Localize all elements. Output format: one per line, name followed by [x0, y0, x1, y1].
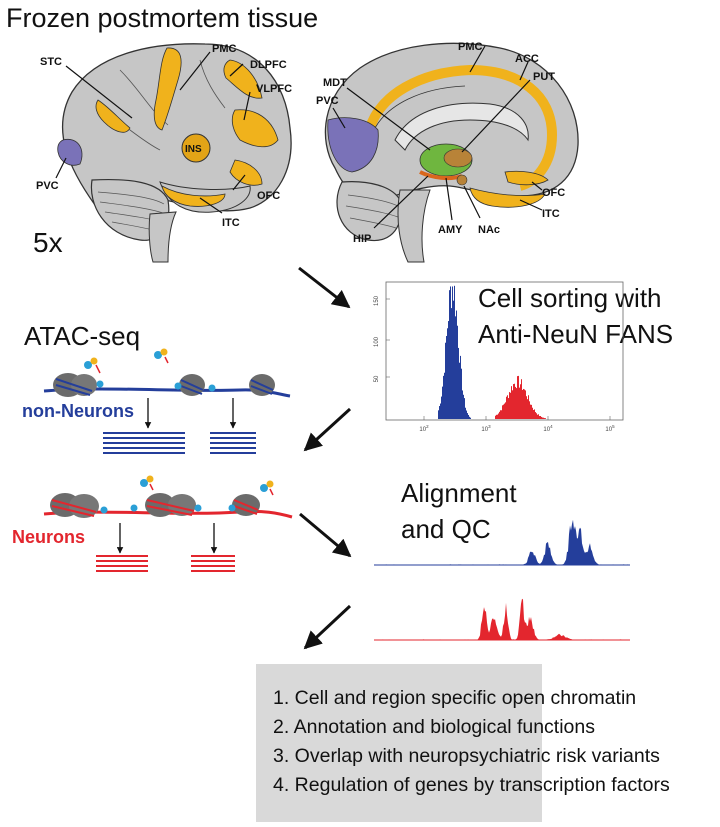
cerebellum-medial	[336, 181, 402, 242]
tn5-transposase-icon	[96, 380, 216, 392]
tn5-transposase-icon	[154, 348, 169, 364]
region-pvc-lateral	[57, 138, 83, 166]
x-tick-label: 104	[543, 424, 553, 433]
tn5-transposase-icon	[84, 357, 101, 374]
region-dlpfc	[223, 59, 263, 99]
region-pmc-lateral	[153, 47, 182, 131]
outcome-item: 1. Cell and region specific open chromat…	[273, 687, 637, 709]
region-nac	[456, 174, 468, 186]
neuron-chromatin	[43, 475, 293, 572]
label-pmc-medial: PMC	[458, 41, 483, 53]
label-hip: HIP	[353, 233, 371, 245]
label-pmc-lateral: PMC	[212, 43, 237, 55]
arrow-to-sorting	[298, 266, 351, 309]
sorting-title-line1: Cell sorting with	[478, 283, 662, 313]
non-neuron-chromatin	[43, 348, 291, 454]
label-ofc-lateral: OFC	[257, 190, 280, 202]
label-ins: INS	[185, 144, 202, 155]
region-itc-lateral	[161, 185, 226, 207]
region-pvc-medial	[327, 117, 379, 173]
lateral-brain: STC PMC DLPFC VLPFC INS PVC OFC ITC	[36, 43, 292, 263]
label-mdt: MDT	[323, 77, 347, 89]
arrow-to-atac	[303, 407, 352, 452]
y-tick-label: 50	[374, 375, 380, 382]
label-non-neurons: non-Neurons	[22, 401, 134, 421]
label-itc-lateral: ITC	[222, 217, 240, 229]
region-ins	[181, 133, 211, 163]
y-tick-label: 150	[374, 295, 380, 306]
region-ofc-lateral	[229, 159, 263, 186]
nucleosome	[179, 374, 205, 396]
histogram-frame	[385, 281, 624, 421]
alignment-title-line1: Alignment	[401, 478, 517, 508]
histogram-neuron-peak	[495, 375, 546, 419]
x-tick-label: 103	[481, 424, 491, 433]
label-stc: STC	[40, 56, 62, 68]
diagram-title: Frozen postmortem tissue	[6, 3, 318, 33]
x-tick-label: 105	[605, 424, 615, 433]
region-stc	[95, 99, 131, 133]
non-neuron-coverage-track	[374, 519, 630, 566]
label-dlpfc: DLPFC	[250, 59, 287, 71]
label-neurons: Neurons	[12, 527, 85, 547]
tn5-transposase-icon	[100, 475, 274, 514]
label-ofc-medial: OFC	[542, 187, 565, 199]
arrow-to-outcomes	[303, 604, 352, 650]
outcome-item: 2. Annotation and biological functions	[273, 716, 595, 738]
label-itc-medial: ITC	[542, 208, 560, 220]
nucleosome	[145, 493, 196, 517]
nucleosome	[249, 374, 275, 396]
label-vlpfc: VLPFC	[256, 83, 292, 95]
nucleosome	[232, 494, 260, 516]
nucleosome	[53, 373, 97, 397]
neuron-coverage-track	[374, 598, 630, 641]
alignment-title-line2: and QC	[401, 514, 491, 544]
arrow-to-alignment	[299, 512, 352, 558]
neuron-reads	[96, 555, 235, 572]
label-pvc-lateral: PVC	[36, 180, 59, 192]
outcome-item: 4. Regulation of genes by transcription …	[273, 774, 670, 796]
sorting-title-line2: Anti-NeuN FANS	[478, 319, 673, 349]
label-amy: AMY	[438, 224, 463, 236]
medial-brain: PMC ACC MDT PUT PVC OFC ITC HIP AMY NAc	[316, 41, 579, 263]
outcomes-box: 1. Cell and region specific open chromat…	[256, 664, 670, 822]
nucleosome	[50, 493, 99, 518]
label-put: PUT	[533, 71, 555, 83]
label-pvc-medial: PVC	[316, 95, 339, 107]
histogram-non-neuron-peak	[438, 285, 471, 419]
region-ofc-medial	[504, 170, 549, 186]
magnification-label: 5x	[33, 227, 63, 258]
x-tick-label: 102	[419, 424, 429, 433]
atac-title: ATAC-seq	[24, 321, 140, 351]
region-put	[443, 148, 473, 168]
label-acc: ACC	[515, 53, 539, 65]
label-nac: NAc	[478, 224, 500, 236]
y-tick-label: 100	[374, 336, 380, 347]
outcome-item: 3. Overlap with neuropsychiatric risk va…	[273, 745, 660, 767]
non-neuron-reads	[103, 432, 256, 454]
fans-histogram: 150 100 50 102 103 104 105	[374, 281, 624, 433]
